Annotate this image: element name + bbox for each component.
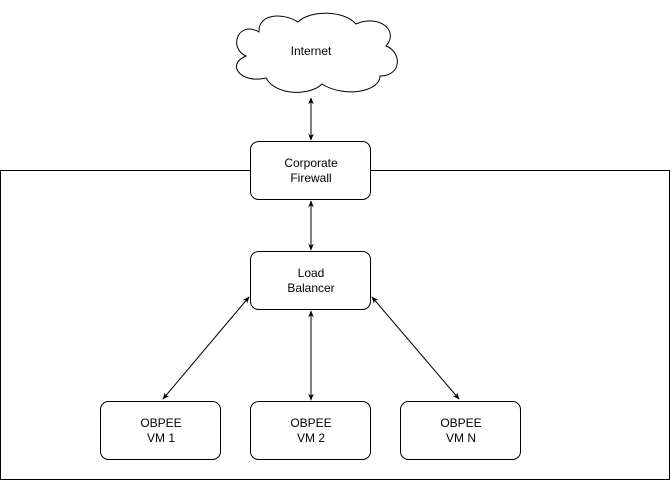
firewall-label-line1: Corporate bbox=[284, 156, 338, 170]
vm-node-1: OBPEE VM 1 bbox=[100, 401, 221, 460]
firewall-label-line2: Firewall bbox=[290, 171, 331, 185]
vm-2-label-line1: OBPEE bbox=[290, 416, 331, 430]
load-balancer-label-line2: Balancer bbox=[287, 281, 334, 295]
vm-1-label-line2: VM 1 bbox=[147, 431, 175, 445]
vm-node-n: OBPEE VM N bbox=[400, 401, 521, 460]
vm-2-label-line2: VM 2 bbox=[297, 431, 325, 445]
cloud-icon bbox=[236, 12, 398, 93]
internet-cloud: Internet bbox=[236, 12, 398, 93]
vm-n-label-line2: VM N bbox=[446, 431, 476, 445]
vm-n-label-line1: OBPEE bbox=[440, 416, 481, 430]
loadbalancer-vm1-connector bbox=[162, 296, 250, 400]
loadbalancer-vmn-connector bbox=[371, 296, 460, 400]
load-balancer-label-line1: Load bbox=[298, 266, 325, 280]
corporate-firewall-node: Corporate Firewall bbox=[250, 141, 371, 200]
load-balancer-node: Load Balancer bbox=[250, 251, 371, 310]
vm-1-label-line1: OBPEE bbox=[140, 416, 181, 430]
internet-label: Internet bbox=[291, 44, 332, 58]
vm-node-2: OBPEE VM 2 bbox=[250, 401, 371, 460]
